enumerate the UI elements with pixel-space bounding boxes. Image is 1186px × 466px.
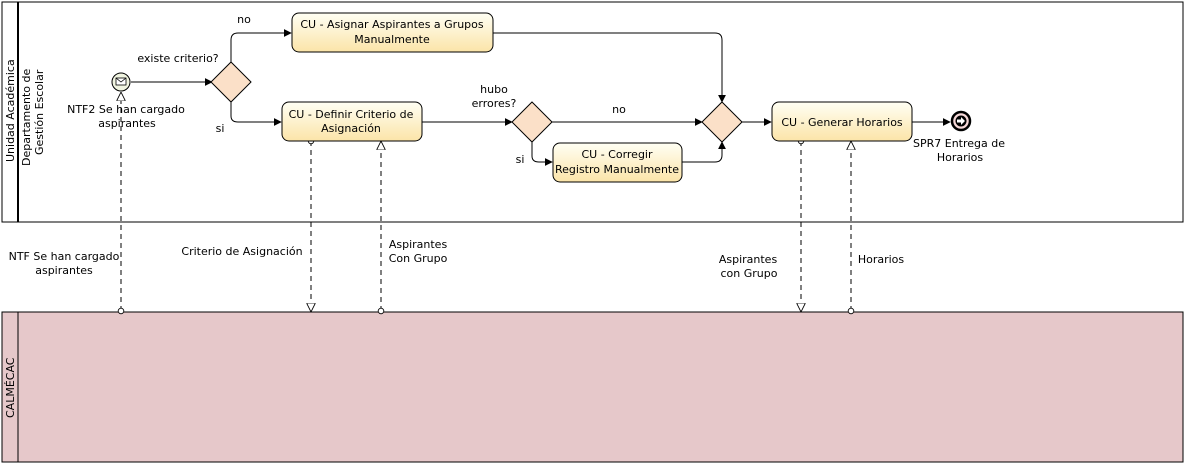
task-corregir-line1: CU - Corregir (581, 148, 653, 161)
gateway-hubo-errores[interactable]: hubo errores? no si (472, 83, 626, 166)
pool-calmecac-label: CALMÉCAC (4, 357, 17, 418)
task-asignar-line2: Manualmente (354, 33, 430, 46)
task-asignar-line1: CU - Asignar Aspirantes a Grupos (300, 18, 484, 31)
task-generar-horarios[interactable]: CU - Generar Horarios (771, 101, 913, 142)
start-event-label-line2: aspirantes (98, 117, 156, 130)
gateway-criterio-si-label: si (216, 122, 225, 135)
arrow-right-icon (955, 115, 967, 127)
end-event-label-line2: Horarios (937, 151, 984, 164)
message-flows (121, 93, 851, 311)
message-flow-labels: NTF Se han cargado aspirantes Criterio d… (9, 238, 905, 280)
task-asignar-aspirantes[interactable]: CU - Asignar Aspirantes a Grupos Manualm… (291, 12, 494, 53)
gateway-errores-question-line1: hubo (480, 83, 508, 96)
start-event-label-line1: NTF2 Se han cargado (67, 103, 185, 116)
gateway-errores-si-label: si (516, 153, 525, 166)
gateway-merge[interactable] (701, 101, 743, 143)
sequence-flows (131, 29, 951, 166)
lane-label-line1: Unidad Académica (4, 59, 17, 162)
msg-aspirantes2-line2: con Grupo (721, 267, 778, 280)
flow-asignar-to-merge (493, 32, 726, 103)
msg-aspirantes1-line1: Aspirantes (389, 238, 448, 251)
task-definir-criterio[interactable]: CU - Definir Criterio de Asignación (281, 101, 423, 142)
task-definir-line2: Asignación (321, 122, 381, 135)
flow-corregir-to-merge (682, 141, 726, 163)
msg-aspirantes1-line2: Con Grupo (389, 252, 448, 265)
task-generar-line1: CU - Generar Horarios (781, 116, 903, 129)
task-corregir-registro[interactable]: CU - Corregir Registro Manualmente (552, 142, 683, 183)
pool-calmecac: CALMÉCAC (1, 311, 1184, 463)
task-corregir-line2: Registro Manualmente (555, 163, 679, 176)
gateway-errores-no-label: no (612, 103, 626, 116)
pool-unidad-academica: Unidad Académica Departamento de Gestión… (1, 1, 1184, 223)
msg-ntf-line1: NTF Se han cargado (9, 250, 120, 263)
lane-label-line2: Departamento de (20, 68, 33, 166)
msg-ntf-line2: aspirantes (35, 264, 93, 277)
gateway-existe-criterio[interactable]: existe criterio? no si (137, 13, 252, 135)
flow-gateway-no (230, 29, 292, 63)
msg-aspirantes2-line1: Aspirantes (719, 253, 778, 266)
msg-criterio-line1: Criterio de Asignación (181, 245, 302, 258)
gateway-criterio-question: existe criterio? (137, 52, 218, 65)
envelope-icon (115, 77, 127, 86)
flow-gateway-si (230, 101, 282, 126)
end-event-label-line1: SPR7 Entrega de (913, 137, 1005, 150)
start-event[interactable]: NTF2 Se han cargado aspirantes (67, 72, 185, 130)
end-event[interactable]: SPR7 Entrega de Horarios (913, 110, 1005, 164)
lane-label-line3: Gestión Escolar (33, 69, 46, 155)
task-definir-line1: CU - Definir Criterio de (289, 108, 414, 121)
gateway-errores-question-line2: errores? (472, 97, 517, 110)
gateway-criterio-no-label: no (237, 13, 251, 26)
msg-horarios-line1: Horarios (858, 253, 905, 266)
flow-errores-si (531, 141, 553, 166)
